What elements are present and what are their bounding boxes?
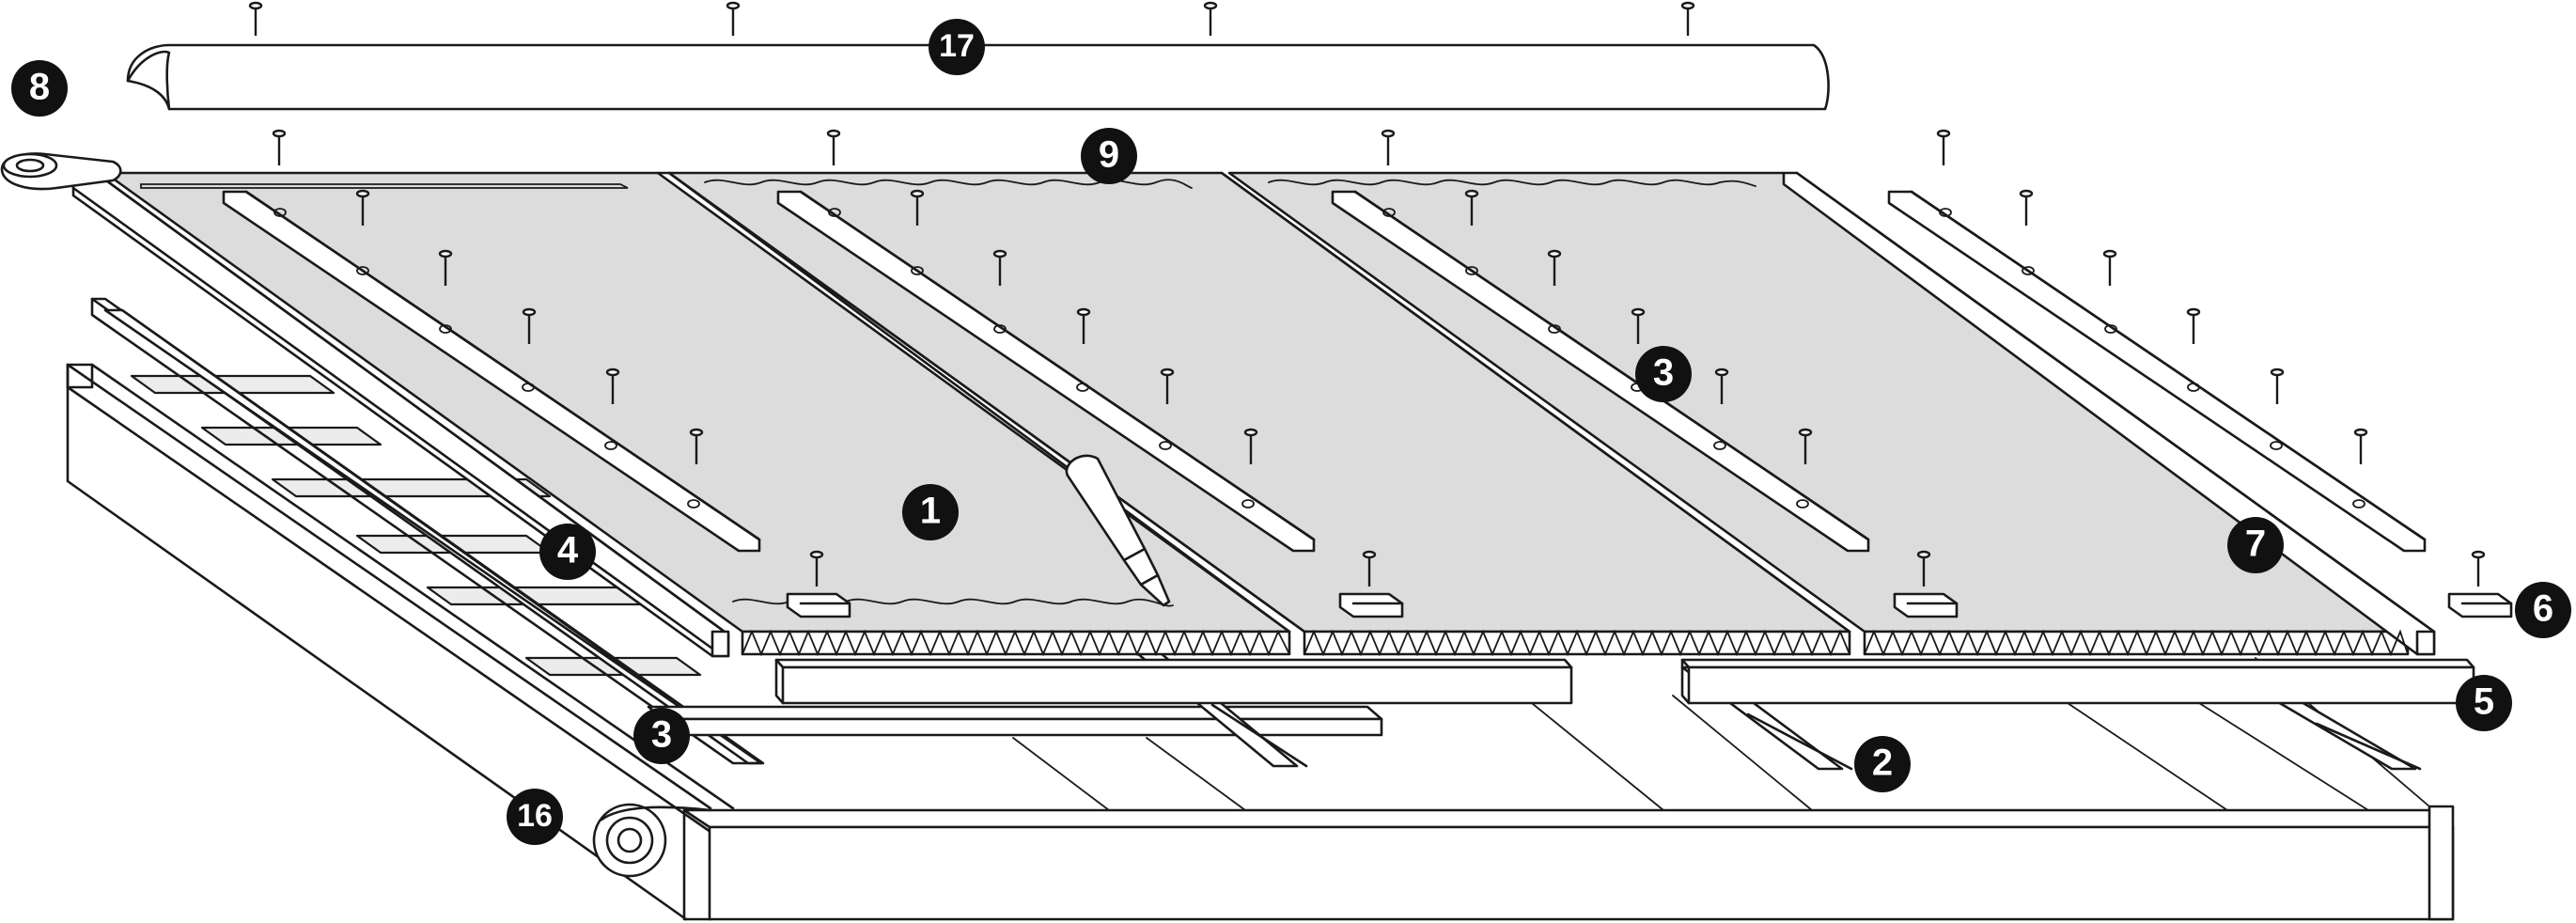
callout-label: 3: [651, 714, 672, 756]
callout-circle: [1635, 346, 1692, 402]
top-cover: [126, 43, 1830, 111]
tape-roll: [0, 152, 122, 191]
base-frame: [66, 363, 2455, 921]
cross-beams: [774, 658, 2475, 705]
callout-label: 17: [939, 28, 975, 64]
callout-circle: [902, 484, 959, 540]
top-strips: [222, 190, 2427, 553]
callout-circle: [633, 708, 690, 764]
callout-circle: [539, 524, 596, 580]
callout-label: 2: [1872, 743, 1893, 784]
callout-circle: [2227, 517, 2284, 573]
glue-tube: [1065, 454, 1171, 607]
callout-c3b: 3: [633, 708, 690, 764]
callout-label: 1: [920, 491, 941, 532]
callout-label: 9: [1099, 134, 1119, 176]
callout-label: 16: [517, 798, 553, 834]
callout-c17: 17: [929, 19, 985, 75]
callout-circle: [11, 60, 68, 117]
callout-c6: 6: [2515, 582, 2571, 638]
callout-label: 6: [2533, 588, 2553, 630]
callout-c1: 1: [902, 484, 959, 540]
callout-circle: [2456, 675, 2512, 731]
callout-c4: 4: [539, 524, 596, 580]
strip-holes: [273, 208, 2365, 508]
callout-c2: 2: [1854, 736, 1911, 792]
callout-c5: 5: [2456, 675, 2512, 731]
callout-circle: [1081, 128, 1137, 184]
callout-label: 5: [2474, 681, 2494, 723]
callout-layer: 17 8 9 3 1 4 7 6 5 3 2 16: [11, 19, 2571, 845]
callout-label: 8: [29, 67, 50, 108]
callout-circle: [2515, 582, 2571, 638]
callout-c8: 8: [11, 60, 68, 117]
callout-circle: [1854, 736, 1911, 792]
callout-circle: [507, 789, 563, 845]
callout-c3a: 3: [1635, 346, 1692, 402]
corrugated-edges: [742, 629, 2409, 657]
brackets: [786, 592, 2513, 618]
front-tape-roll: [592, 803, 712, 878]
callout-circle: [929, 19, 985, 75]
callout-c9: 9: [1081, 128, 1137, 184]
callout-label: 3: [1653, 352, 1674, 394]
callout-label: 4: [557, 530, 579, 571]
callout-c16: 16: [507, 789, 563, 845]
panels: [103, 171, 2436, 657]
callout-label: 7: [2245, 524, 2266, 565]
callout-c7: 7: [2227, 517, 2284, 573]
nails: [248, 1, 2486, 587]
